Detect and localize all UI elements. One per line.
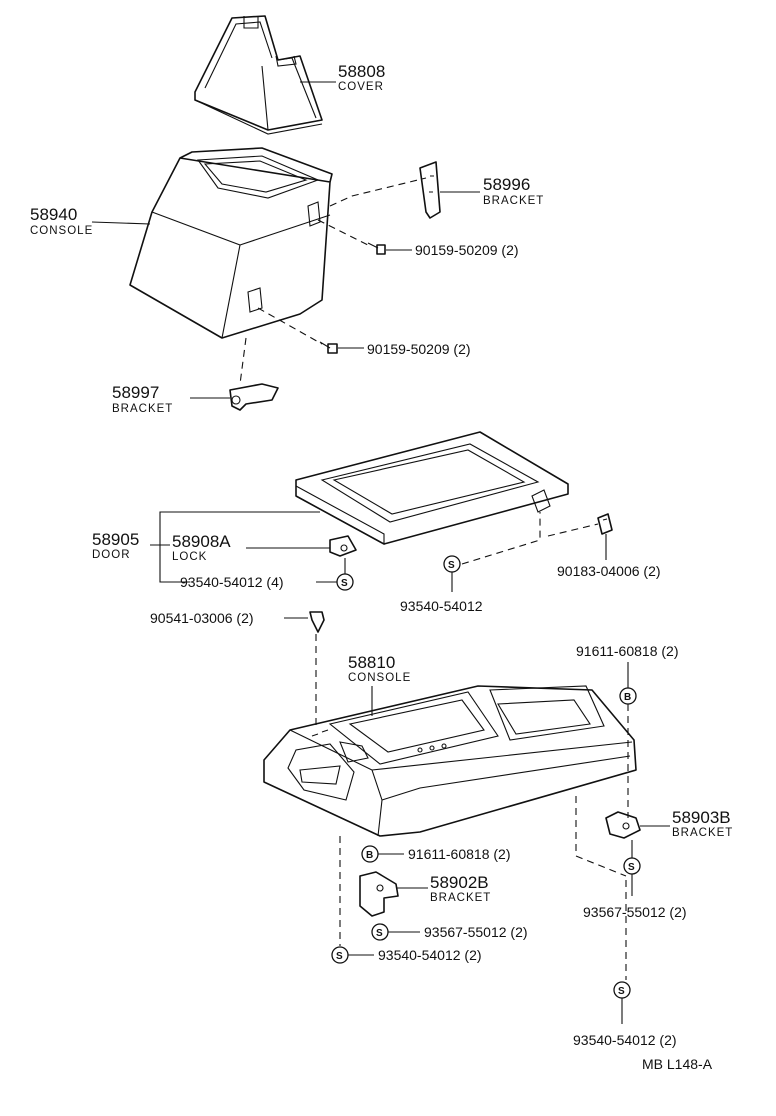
bracket-left-dashline	[239, 337, 247, 385]
cover-number: 58808	[338, 62, 385, 81]
clip-door-dashline	[547, 523, 599, 537]
bracket-left-name: BRACKET	[112, 403, 173, 415]
screw-door-ref: 93540-54012	[400, 598, 483, 614]
screw-a-ref: 90159-50209 (2)	[415, 242, 519, 258]
screw-right-low-symbol: S	[613, 981, 631, 999]
screw-right-symbol: S	[623, 857, 641, 875]
bolt-left-ref: 91611-60818 (2)	[408, 846, 510, 862]
bracket-low-left-name: BRACKET	[430, 892, 491, 904]
screw-left-low-ref: 93540-54012 (2)	[378, 947, 482, 963]
bracket-low-left-number: 58902B	[430, 873, 489, 892]
door-number: 58905	[92, 530, 139, 549]
screw-lock-ref: 93540-54012 (4)	[180, 574, 284, 590]
svg-text:S: S	[376, 928, 383, 939]
screw-right-low-ref: 93540-54012 (2)	[573, 1032, 677, 1048]
clip-door-icon	[597, 513, 613, 535]
upper-console-number: 58940	[30, 205, 77, 224]
svg-text:S: S	[618, 986, 625, 997]
bracket-right-number: 58903B	[672, 808, 731, 827]
lock-name: LOCK	[172, 551, 207, 563]
svg-text:S: S	[336, 951, 343, 962]
lock-part	[329, 535, 357, 557]
door-part	[295, 431, 569, 545]
screw-right-ref: 93567-55012 (2)	[583, 904, 687, 920]
screw-door-dashline	[461, 512, 541, 565]
upper-console-part	[129, 147, 333, 339]
lower-console-part	[263, 685, 637, 837]
bolt-left-symbol: B	[361, 845, 379, 863]
bolt-right-ref: 91611-60818 (2)	[576, 643, 678, 659]
bracket-right-name: BRACKET	[672, 827, 733, 839]
bracket-top-dashline	[329, 177, 427, 207]
cover-name: COVER	[338, 81, 384, 93]
svg-text:S: S	[341, 578, 348, 589]
screw-left-symbol: S	[371, 923, 389, 941]
screw-b-icon	[319, 341, 338, 354]
lock-number: 58908A	[172, 532, 231, 551]
screw-b-dashline	[257, 307, 323, 345]
svg-text:S: S	[448, 560, 455, 571]
svg-text:S: S	[628, 862, 635, 873]
screw-b-ref: 90159-50209 (2)	[367, 341, 471, 357]
screw-door-symbol: S	[443, 555, 461, 573]
bracket-top-name: BRACKET	[483, 195, 544, 207]
bracket-left-number: 58997	[112, 383, 159, 402]
upper-console-leader	[91, 221, 151, 225]
clip-front-ref: 90541-03006 (2)	[150, 610, 254, 626]
screw-right-dashline	[575, 796, 627, 877]
screw-left-low-symbol: S	[331, 946, 349, 964]
door-bracket-line	[159, 511, 320, 583]
bracket-top-number: 58996	[483, 175, 530, 194]
cover-part	[194, 15, 323, 135]
clip-door-ref: 90183-04006 (2)	[557, 563, 661, 579]
bracket-low-left-part	[359, 871, 399, 917]
svg-text:B: B	[624, 692, 631, 703]
bracket-right-part	[605, 811, 641, 839]
bracket-top-part	[419, 161, 441, 219]
bolt-right-symbol: B	[619, 687, 637, 705]
screw-a-dashline	[317, 219, 371, 247]
svg-text:B: B	[366, 850, 373, 861]
diagram-code: MB L148-A	[642, 1056, 713, 1072]
clip-front-icon	[309, 611, 325, 633]
door-name: DOOR	[92, 549, 131, 561]
screw-lock-symbol: S	[336, 573, 354, 591]
screw-a-icon	[367, 242, 386, 255]
bracket-left-part	[229, 383, 279, 411]
screw-left-ref: 93567-55012 (2)	[424, 924, 528, 940]
upper-console-name: CONSOLE	[30, 225, 93, 237]
lower-console-number: 58810	[348, 653, 395, 672]
lower-console-name: CONSOLE	[348, 672, 411, 684]
